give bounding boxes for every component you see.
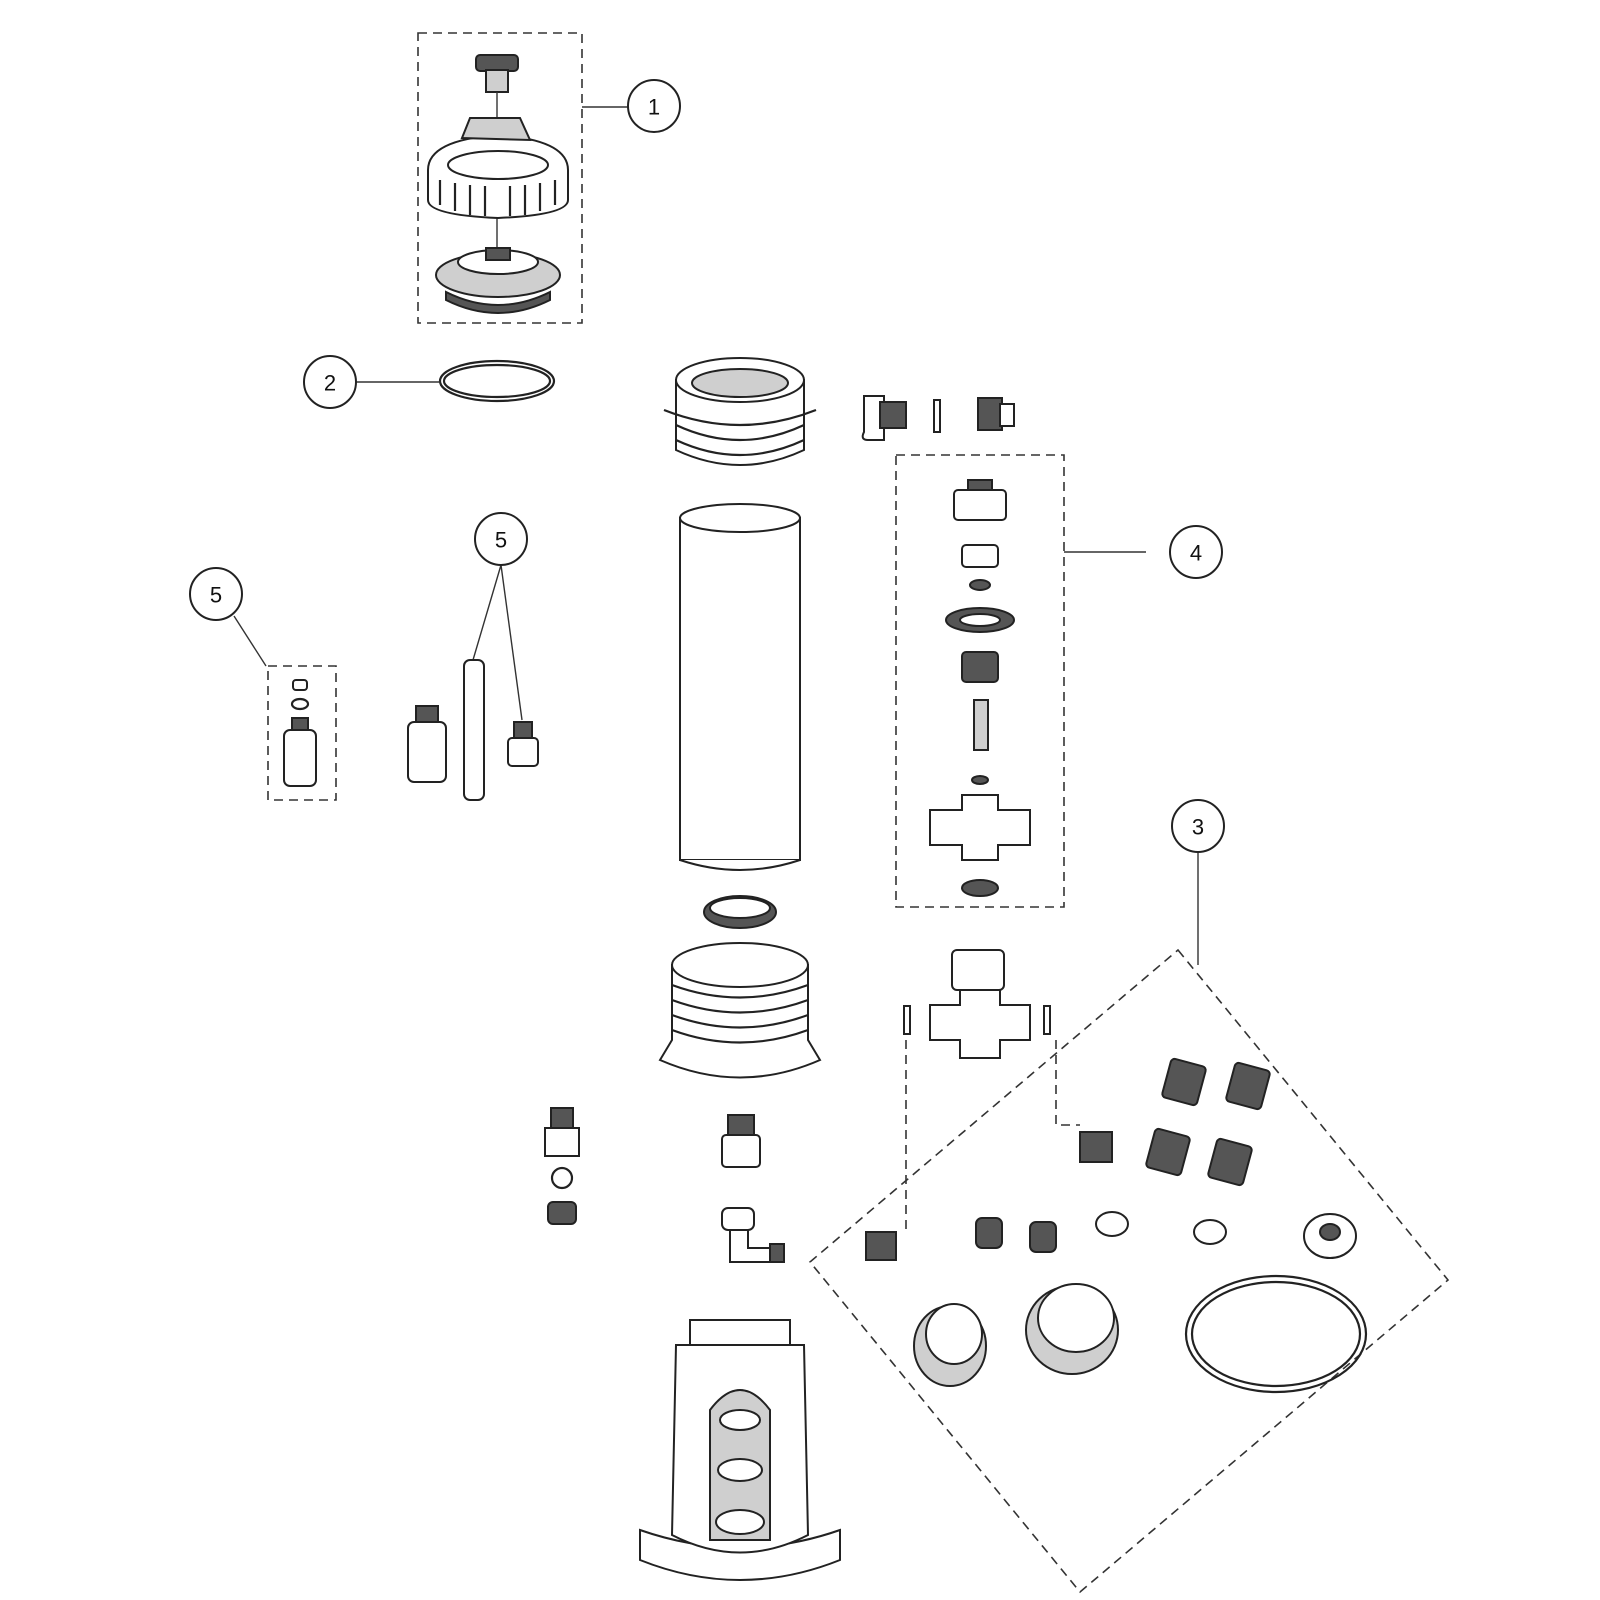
check-valve-parts xyxy=(544,1107,580,1225)
callout-2: 2 xyxy=(303,355,357,409)
base-stand xyxy=(639,1319,841,1581)
hex-nuts xyxy=(1145,1057,1271,1187)
callout-5a: 5 xyxy=(474,512,528,566)
bottom-collar xyxy=(658,942,822,1079)
o-ring xyxy=(356,359,556,403)
group-5-boundary xyxy=(267,665,337,801)
top-collar xyxy=(663,357,817,466)
lid-valve xyxy=(435,247,561,314)
group-4-boundary xyxy=(895,454,1065,908)
drain-fitting xyxy=(721,1114,761,1168)
lid-assembly xyxy=(417,32,628,324)
svg-text:1: 1 xyxy=(648,95,660,120)
svg-text:4: 4 xyxy=(1190,541,1202,566)
group-1-boundary xyxy=(417,32,583,324)
lid-cap xyxy=(427,117,569,220)
filter-disc xyxy=(703,895,777,929)
svg-text:2: 2 xyxy=(324,371,336,396)
callout-5b: 5 xyxy=(189,567,243,621)
side-fittings xyxy=(861,395,1015,441)
svg-text:5: 5 xyxy=(210,583,222,608)
svg-text:5: 5 xyxy=(495,528,507,553)
lid-bolt xyxy=(475,54,519,93)
group-3-boundary xyxy=(808,948,1450,1594)
injector-parts-right xyxy=(407,564,539,801)
lower-tee-fitting xyxy=(903,949,1080,1230)
valve-assembly xyxy=(861,395,1146,908)
svg-text:3: 3 xyxy=(1192,815,1204,840)
elbow-fitting xyxy=(721,1207,785,1263)
callout-1: 1 xyxy=(627,79,681,133)
callout-3: 3 xyxy=(1171,799,1225,853)
cylinder-tube xyxy=(679,503,801,871)
injector-parts-left xyxy=(233,615,337,801)
callout-4: 4 xyxy=(1169,525,1223,579)
hardware-kit xyxy=(808,852,1450,1594)
